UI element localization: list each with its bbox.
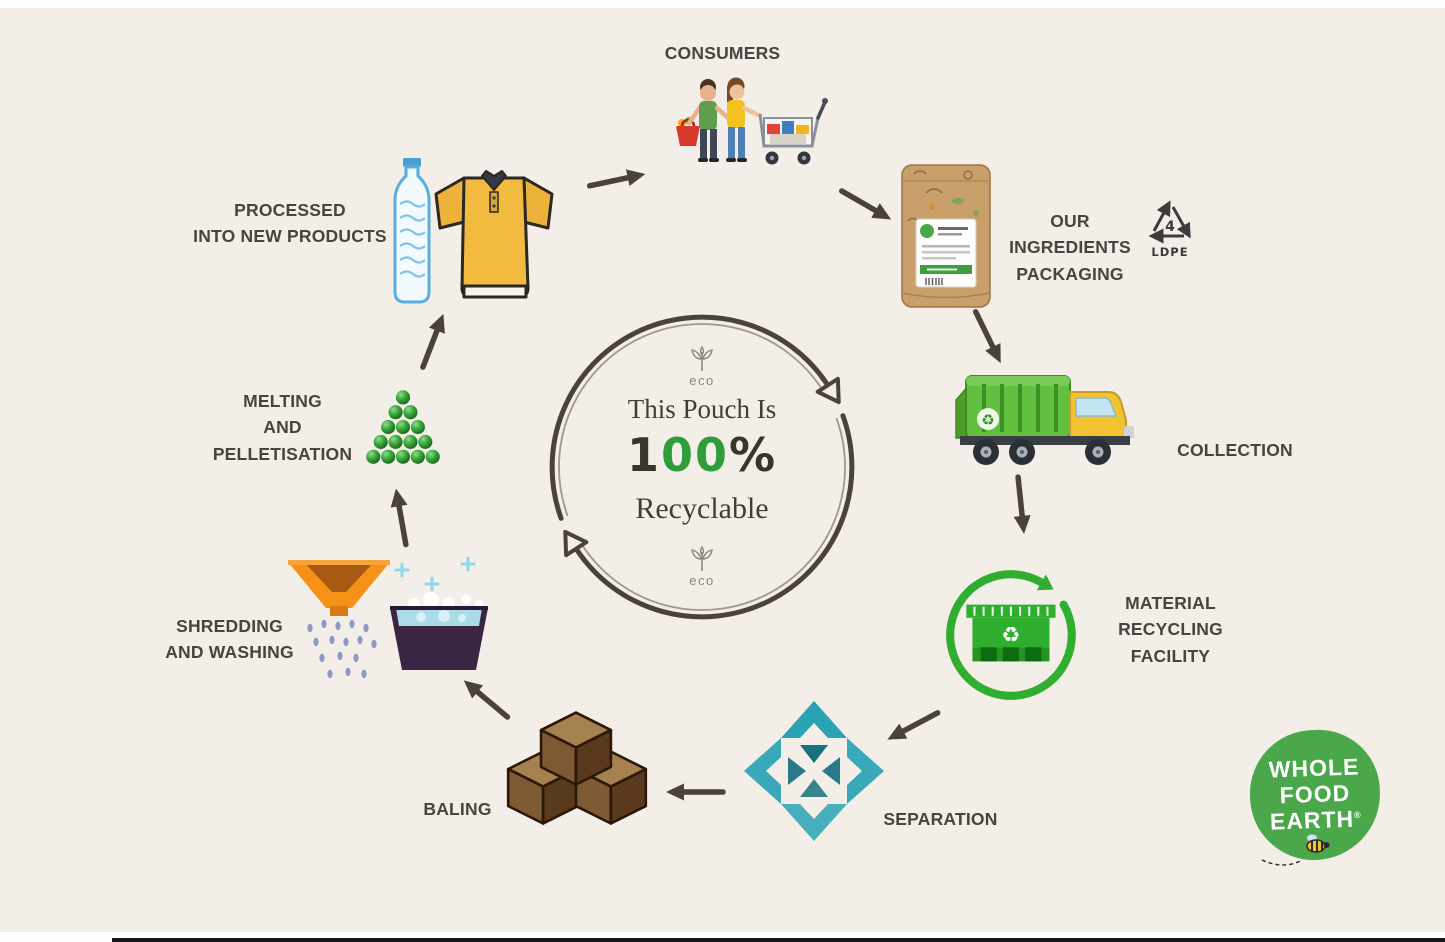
center-headline: This Pouch Is <box>627 394 777 424</box>
window-edge <box>112 938 1445 942</box>
cycle-arrows-icon <box>549 314 855 620</box>
label-line: PROCESSED <box>234 200 346 220</box>
flow-arrow-icon <box>584 163 649 197</box>
tshirt-icon <box>434 170 554 299</box>
label-our-ingredients-packaging: OUR INGREDIENTS PACKAGING <box>992 208 1148 287</box>
percent-zeros: 00 <box>660 428 729 482</box>
label-line: SEPARATION <box>883 809 998 829</box>
bottom-margin <box>0 932 1445 942</box>
ldpe-recycling-code-icon: 4 LDPE <box>1148 200 1191 259</box>
shredding-washing-icon <box>288 556 488 679</box>
label-line: PACKAGING <box>1016 263 1124 284</box>
shredder-funnel-icon <box>288 560 390 616</box>
eco-badge-bottom: eco <box>543 546 861 588</box>
sparkles <box>394 556 476 592</box>
label-collection: COLLECTION <box>1165 437 1305 463</box>
water-bottle-icon <box>393 158 431 304</box>
label-consumers: CONSUMERS <box>600 40 845 66</box>
washing-basin-icon <box>390 592 488 670</box>
label-line: AND WASHING <box>165 642 294 663</box>
label-baling: BALING <box>395 796 520 822</box>
flow-arrow-icon <box>664 781 726 803</box>
eco-leaf-icon <box>691 546 713 571</box>
label-material-recycling-facility: MATERIAL RECYCLING FACILITY <box>1108 590 1233 669</box>
pouch-icon <box>901 164 991 308</box>
separation-arrows-icon <box>744 701 884 841</box>
label-separation: SEPARATION <box>868 806 1013 832</box>
flow-arrow-icon <box>385 485 417 550</box>
label-line: AND <box>263 417 302 438</box>
shopping-cart-icon <box>758 98 828 165</box>
center-subline: Recyclable <box>635 492 769 525</box>
baling-cubes-icon <box>506 711 648 825</box>
ldpe-number: 4 <box>1165 219 1175 235</box>
label-line: COLLECTION <box>1177 440 1293 460</box>
flow-arrow-icon <box>965 304 1012 369</box>
flow-arrow-icon <box>834 180 899 230</box>
woman-figure <box>726 77 763 162</box>
flow-arrow-icon <box>455 671 517 728</box>
label-line: MATERIAL <box>1125 593 1216 613</box>
eco-leaf-icon <box>691 346 713 371</box>
label-line: RECYCLING <box>1118 619 1223 640</box>
percent-digit: 1 <box>626 428 661 482</box>
bee-icon <box>1261 834 1330 866</box>
label-melting-and-pelletisation: MELTING AND PELLETISATION <box>210 388 355 467</box>
center-percent: 100% <box>543 428 861 482</box>
label-line: BALING <box>423 799 492 819</box>
label-shredding-and-washing: SHREDDING AND WASHING <box>152 613 307 666</box>
shredded-drops <box>307 619 377 679</box>
flow-arrow-icon <box>880 702 945 751</box>
flow-arrow-icon <box>412 308 455 374</box>
registered-mark: ® <box>1353 809 1362 820</box>
label-line: CONSUMERS <box>664 43 781 63</box>
top-margin <box>0 0 1445 8</box>
eco-label: eco <box>689 373 715 388</box>
eco-badge-top: eco <box>543 346 861 388</box>
label-line: PELLETISATION <box>212 443 353 464</box>
eco-label: eco <box>689 573 715 588</box>
label-processed-into-new-products: PROCESSED INTO NEW PRODUCTS <box>190 197 390 250</box>
ldpe-label: LDPE <box>1151 245 1188 259</box>
garbage-truck-icon: ♻ <box>955 375 1134 465</box>
percent-sign: % <box>728 428 778 482</box>
label-line: FACILITY <box>1130 645 1211 666</box>
man-figure <box>686 79 731 162</box>
label-line: INTO NEW PRODUCTS <box>193 226 387 247</box>
pellets-pyramid-icon <box>366 390 440 464</box>
recycle-symbol: ♻ <box>1001 623 1020 648</box>
recycle-cycle-center: eco This Pouch Is 100% Recyclable eco <box>543 308 861 626</box>
flow-arrow-icon <box>1007 473 1035 537</box>
logo-word: FOOD <box>1279 779 1351 809</box>
label-line: OUR INGREDIENTS <box>1009 211 1131 258</box>
consumers-icon <box>676 77 828 165</box>
label-line: MELTING <box>243 391 322 411</box>
recycle-symbol: ♻ <box>981 411 994 429</box>
recycling-facility-icon: ♻ <box>946 570 1076 700</box>
label-line: SHREDDING <box>176 616 283 636</box>
bottle-shirt-icon <box>393 158 554 304</box>
